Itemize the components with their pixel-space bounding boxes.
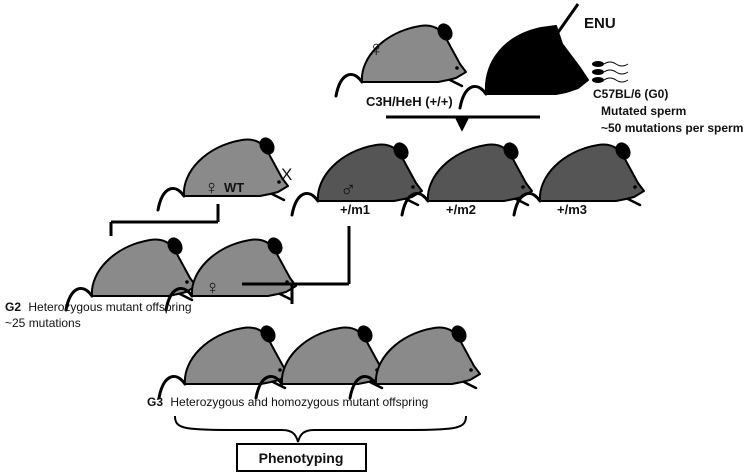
g2-tag: G2 — [5, 300, 21, 314]
mutated-sperm-label: Mutated sperm — [601, 104, 686, 118]
g3-tag: G3 — [147, 395, 163, 409]
c3h-female-mouse — [334, 19, 468, 98]
g2-mouse-1 — [64, 233, 198, 312]
g3-mouse-1 — [157, 321, 291, 400]
enu-label: ENU — [584, 15, 616, 32]
wt-label: WT — [224, 180, 244, 195]
g3-brace — [174, 415, 467, 443]
g2-label: G2 Heterozygous mutant offspring — [5, 300, 192, 314]
c3h-label: C3H/HeH (+/+) — [366, 94, 453, 109]
c57-male-mouse — [458, 24, 590, 110]
wt-female-mouse — [156, 133, 290, 212]
c3h-female-symbol: ♀ — [368, 36, 385, 61]
g3-desc: Heterozygous and homozygous mutant offsp… — [170, 395, 428, 409]
enu-syringe — [545, 3, 580, 49]
g1-m2-label: +/m2 — [446, 202, 476, 217]
phenotyping-box — [236, 443, 367, 472]
g1-m1-label: +/m1 — [340, 202, 370, 217]
mutations-per-sperm-label: ~50 mutations per sperm — [601, 121, 743, 135]
g3-label: G3 Heterozygous and homozygous mutant of… — [147, 395, 428, 409]
g2-mutations-label: ~25 mutations — [5, 316, 81, 330]
c57-label: C57BL/6 (G0) — [593, 87, 668, 101]
wt-female-symbol: ♀ — [204, 177, 219, 199]
phenotyping-label: Phenotyping — [259, 450, 344, 466]
g1-male-symbol: ♂ — [340, 177, 357, 202]
sperm-icon — [592, 61, 629, 83]
cross-symbol: X — [281, 165, 292, 184]
g1-m3-label: +/m3 — [557, 202, 587, 217]
g2-female-symbol: ♀ — [205, 277, 220, 299]
g2-desc: Heterozygous mutant offspring — [28, 300, 191, 314]
